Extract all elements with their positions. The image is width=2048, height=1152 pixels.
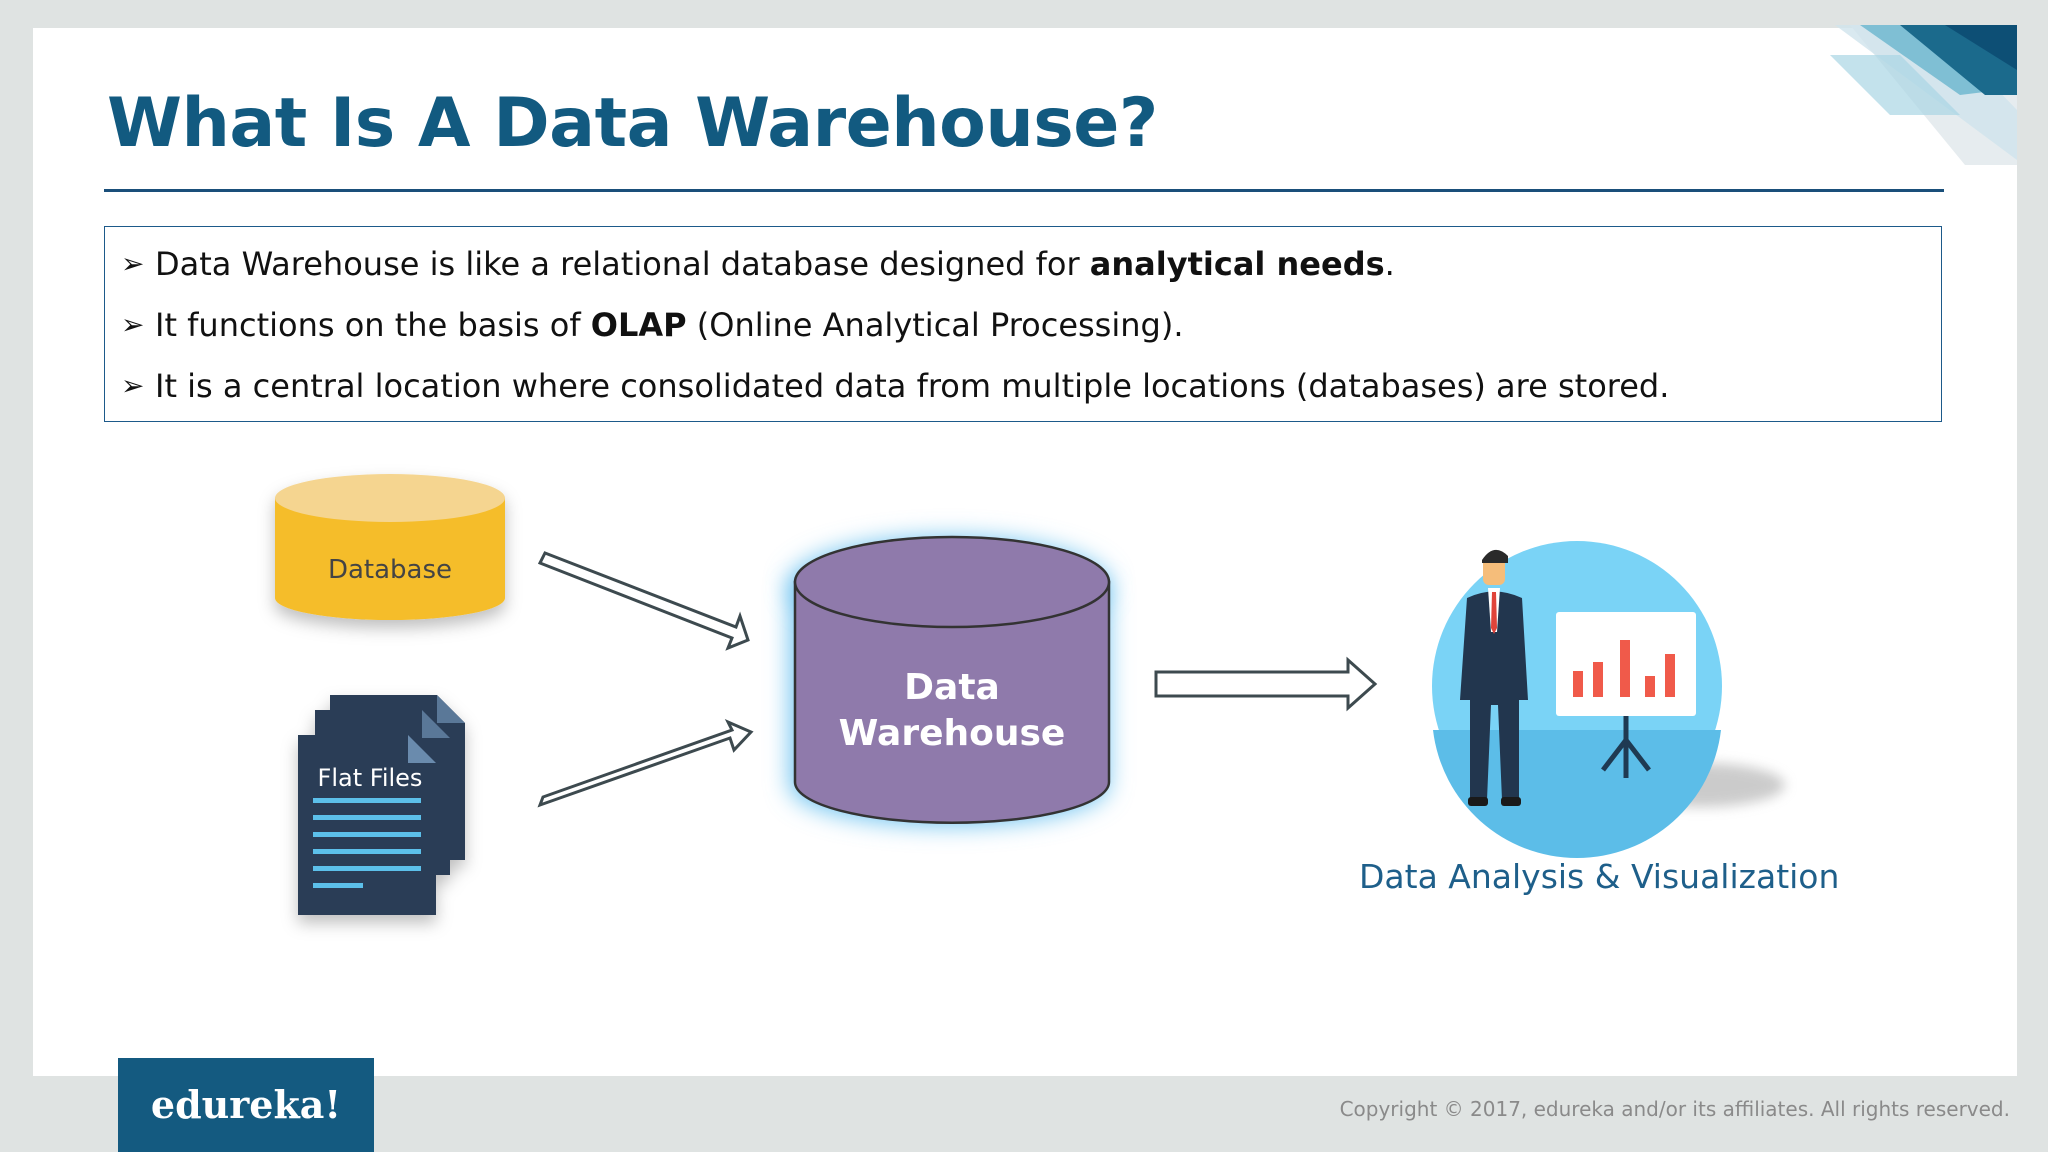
data-warehouse-cylinder-icon	[789, 535, 1111, 826]
bullet-arrow-icon: ➢	[121, 308, 145, 341]
arrow-database-to-warehouse-icon	[537, 551, 750, 651]
title-divider	[104, 189, 1944, 192]
database-cylinder-icon	[275, 474, 505, 620]
flat-files-icon	[298, 695, 465, 915]
database-label: Database	[328, 555, 452, 585]
presenter-chart-icon	[1432, 541, 1785, 859]
page-title: What Is A Data Warehouse?	[107, 84, 1158, 163]
bullet-arrow-icon: ➢	[121, 247, 145, 280]
warehouse-label-line2: Warehouse	[839, 713, 1066, 754]
analysis-label: Data Analysis & Visualization	[1359, 857, 1840, 896]
bullet-arrow-icon: ➢	[121, 369, 145, 402]
bullet-item: ➢Data Warehouse is like a relational dat…	[121, 245, 1395, 283]
arrow-warehouse-to-analysis-icon	[1154, 656, 1378, 712]
brand-name: edureka!	[150, 1082, 342, 1127]
brand-logo: edureka!	[118, 1058, 374, 1152]
arrow-files-to-warehouse-icon	[537, 718, 754, 808]
bullet-item: ➢It is a central location where consolid…	[121, 367, 1670, 405]
copyright-text: Copyright © 2017, edureka and/or its aff…	[1339, 1097, 2010, 1121]
bullet-item: ➢It functions on the basis of OLAP (Onli…	[121, 306, 1184, 344]
bullet-box: ➢Data Warehouse is like a relational dat…	[104, 226, 1942, 422]
warehouse-label-line1: Data	[904, 667, 1000, 708]
flat-files-label: Flat Files	[318, 764, 423, 792]
